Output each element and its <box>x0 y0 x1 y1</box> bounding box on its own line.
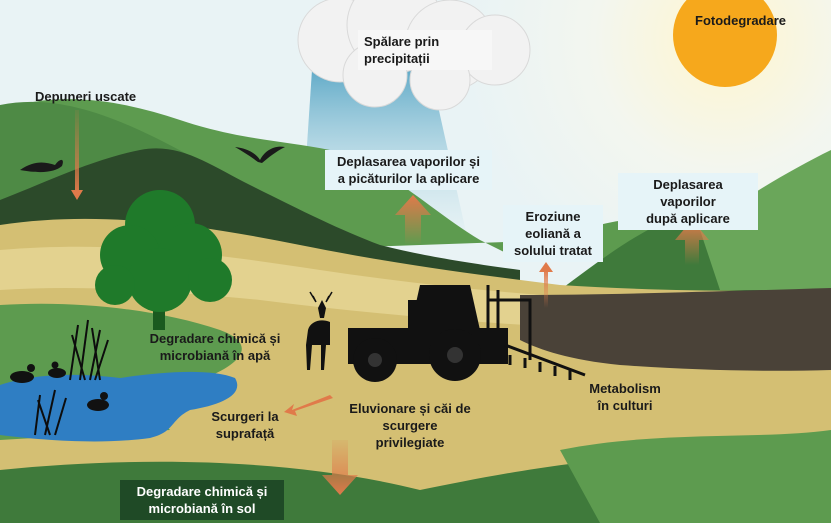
reed-icon <box>34 319 109 436</box>
tree-icon <box>95 190 232 330</box>
dry-deposition-arrowhead <box>71 190 83 200</box>
photodegradation-label: Fotodegradare <box>695 13 787 28</box>
drift-after-label: Deplasarea vaporilor după aplicare <box>618 173 758 230</box>
washout-label: Spălare prin precipitații <box>358 30 492 70</box>
leaching-label: Eluvionare și căi de scurgere privilegia… <box>349 401 471 450</box>
dry-deposition-label: Depuneri uscate <box>35 89 137 104</box>
deer-icon <box>306 291 333 370</box>
soil-degradation-label: Degradare chimică și microbiană în sol <box>120 480 284 520</box>
drift-after-arrow <box>675 220 709 265</box>
drift-application-arrow <box>395 195 431 245</box>
dry-deposition-arrow <box>75 110 79 195</box>
sprayer-icon <box>486 285 586 380</box>
surface-runoff-arrow <box>284 395 333 416</box>
leaching-arrow <box>322 440 358 495</box>
wind-erosion-arrow <box>544 270 548 308</box>
duck-icon <box>10 361 109 411</box>
crop-metabolism-label: Metabolism în culturi <box>589 381 661 413</box>
tilled-soil <box>520 288 831 371</box>
wind-erosion-label: Eroziune eoliană a solului tratat <box>503 205 603 262</box>
tractor-icon <box>348 285 508 382</box>
pond <box>0 371 238 442</box>
bird-icon <box>20 146 285 173</box>
wind-erosion-arrowhead <box>539 262 553 272</box>
surface-runoff-label: Scurgeri la suprafață <box>211 409 279 441</box>
sun-icon <box>673 0 777 87</box>
far-right-hill <box>700 150 831 290</box>
water-degradation-label: Degradare chimică și microbiană în apă <box>149 331 281 363</box>
drift-application-label: Deplasarea vaporilor și a picăturilor la… <box>325 150 492 190</box>
bottom-right-green <box>560 430 831 523</box>
